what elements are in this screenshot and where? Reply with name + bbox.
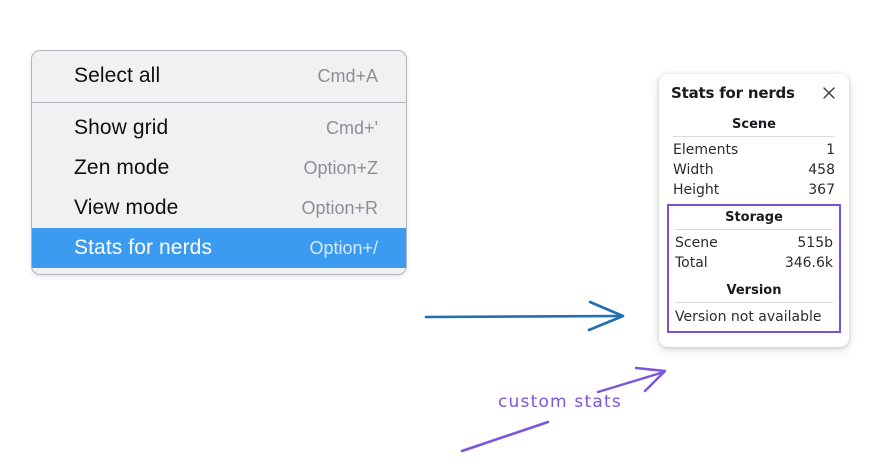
stat-key: Total [675,255,708,271]
section-title-storage: Storage [725,210,783,225]
purple-underline-annotation [460,420,550,453]
stat-row-storage-scene: Scene 515b [673,233,835,253]
stat-key: Width [673,162,714,178]
close-icon[interactable] [821,85,837,101]
stat-value: 367 [808,182,835,198]
custom-stats-highlight-box: Storage Scene 515b Total 346.6k Version … [667,204,841,333]
menu-item-shortcut: Option+R [301,197,378,218]
menu-item-show-grid[interactable]: Show grid Cmd+' [32,108,406,148]
menu-item-label: View mode [74,196,179,219]
menu-item-label: Zen mode [74,156,170,179]
stat-row-height: Height 367 [671,180,837,200]
menu-item-shortcut: Option+Z [303,157,378,178]
version-text: Version not available [675,309,822,325]
context-menu: Select all Cmd+A Show grid Cmd+' Zen mod… [31,50,407,275]
section-rule [675,302,833,303]
blue-arrow-annotation [424,300,625,332]
stat-row-storage-total: Total 346.6k [673,253,835,273]
menu-item-label: Select all [74,64,161,87]
stats-for-nerds-panel: Stats for nerds Scene Elements 1 Width 4… [659,74,849,347]
menu-divider [32,102,406,103]
stat-value: 515b [797,235,833,251]
purple-arrow-annotation [596,366,667,394]
section-rule [675,229,833,230]
menu-item-zen-mode[interactable]: Zen mode Option+Z [32,148,406,188]
menu-item-view-mode[interactable]: View mode Option+R [32,188,406,228]
panel-title: Stats for nerds [671,84,795,102]
stat-row-elements: Elements 1 [671,140,837,160]
menu-group-view: Show grid Cmd+' Zen mode Option+Z View m… [32,108,406,268]
section-title-version: Version [726,283,782,298]
menu-item-shortcut: Cmd+A [317,65,378,86]
stat-row-width: Width 458 [671,160,837,180]
menu-group-primary: Select all Cmd+A [32,56,406,96]
section-title-scene: Scene [732,117,776,132]
stat-value: 346.6k [784,255,833,271]
section-rule [673,136,835,137]
menu-item-select-all[interactable]: Select all Cmd+A [32,56,406,96]
stat-value: 1 [826,142,835,158]
stat-key: Height [673,182,720,198]
menu-item-shortcut: Cmd+' [326,117,378,138]
stat-value: 458 [808,162,835,178]
menu-item-label: Show grid [74,116,169,139]
menu-item-label: Stats for nerds [74,236,213,259]
menu-item-stats-for-nerds[interactable]: Stats for nerds Option+/ [32,228,406,268]
stat-key: Scene [675,235,718,251]
handwritten-annotation-label: custom stats [498,392,622,412]
panel-header: Stats for nerds [671,84,837,102]
stat-key: Elements [673,142,739,158]
menu-item-shortcut: Option+/ [309,237,378,258]
